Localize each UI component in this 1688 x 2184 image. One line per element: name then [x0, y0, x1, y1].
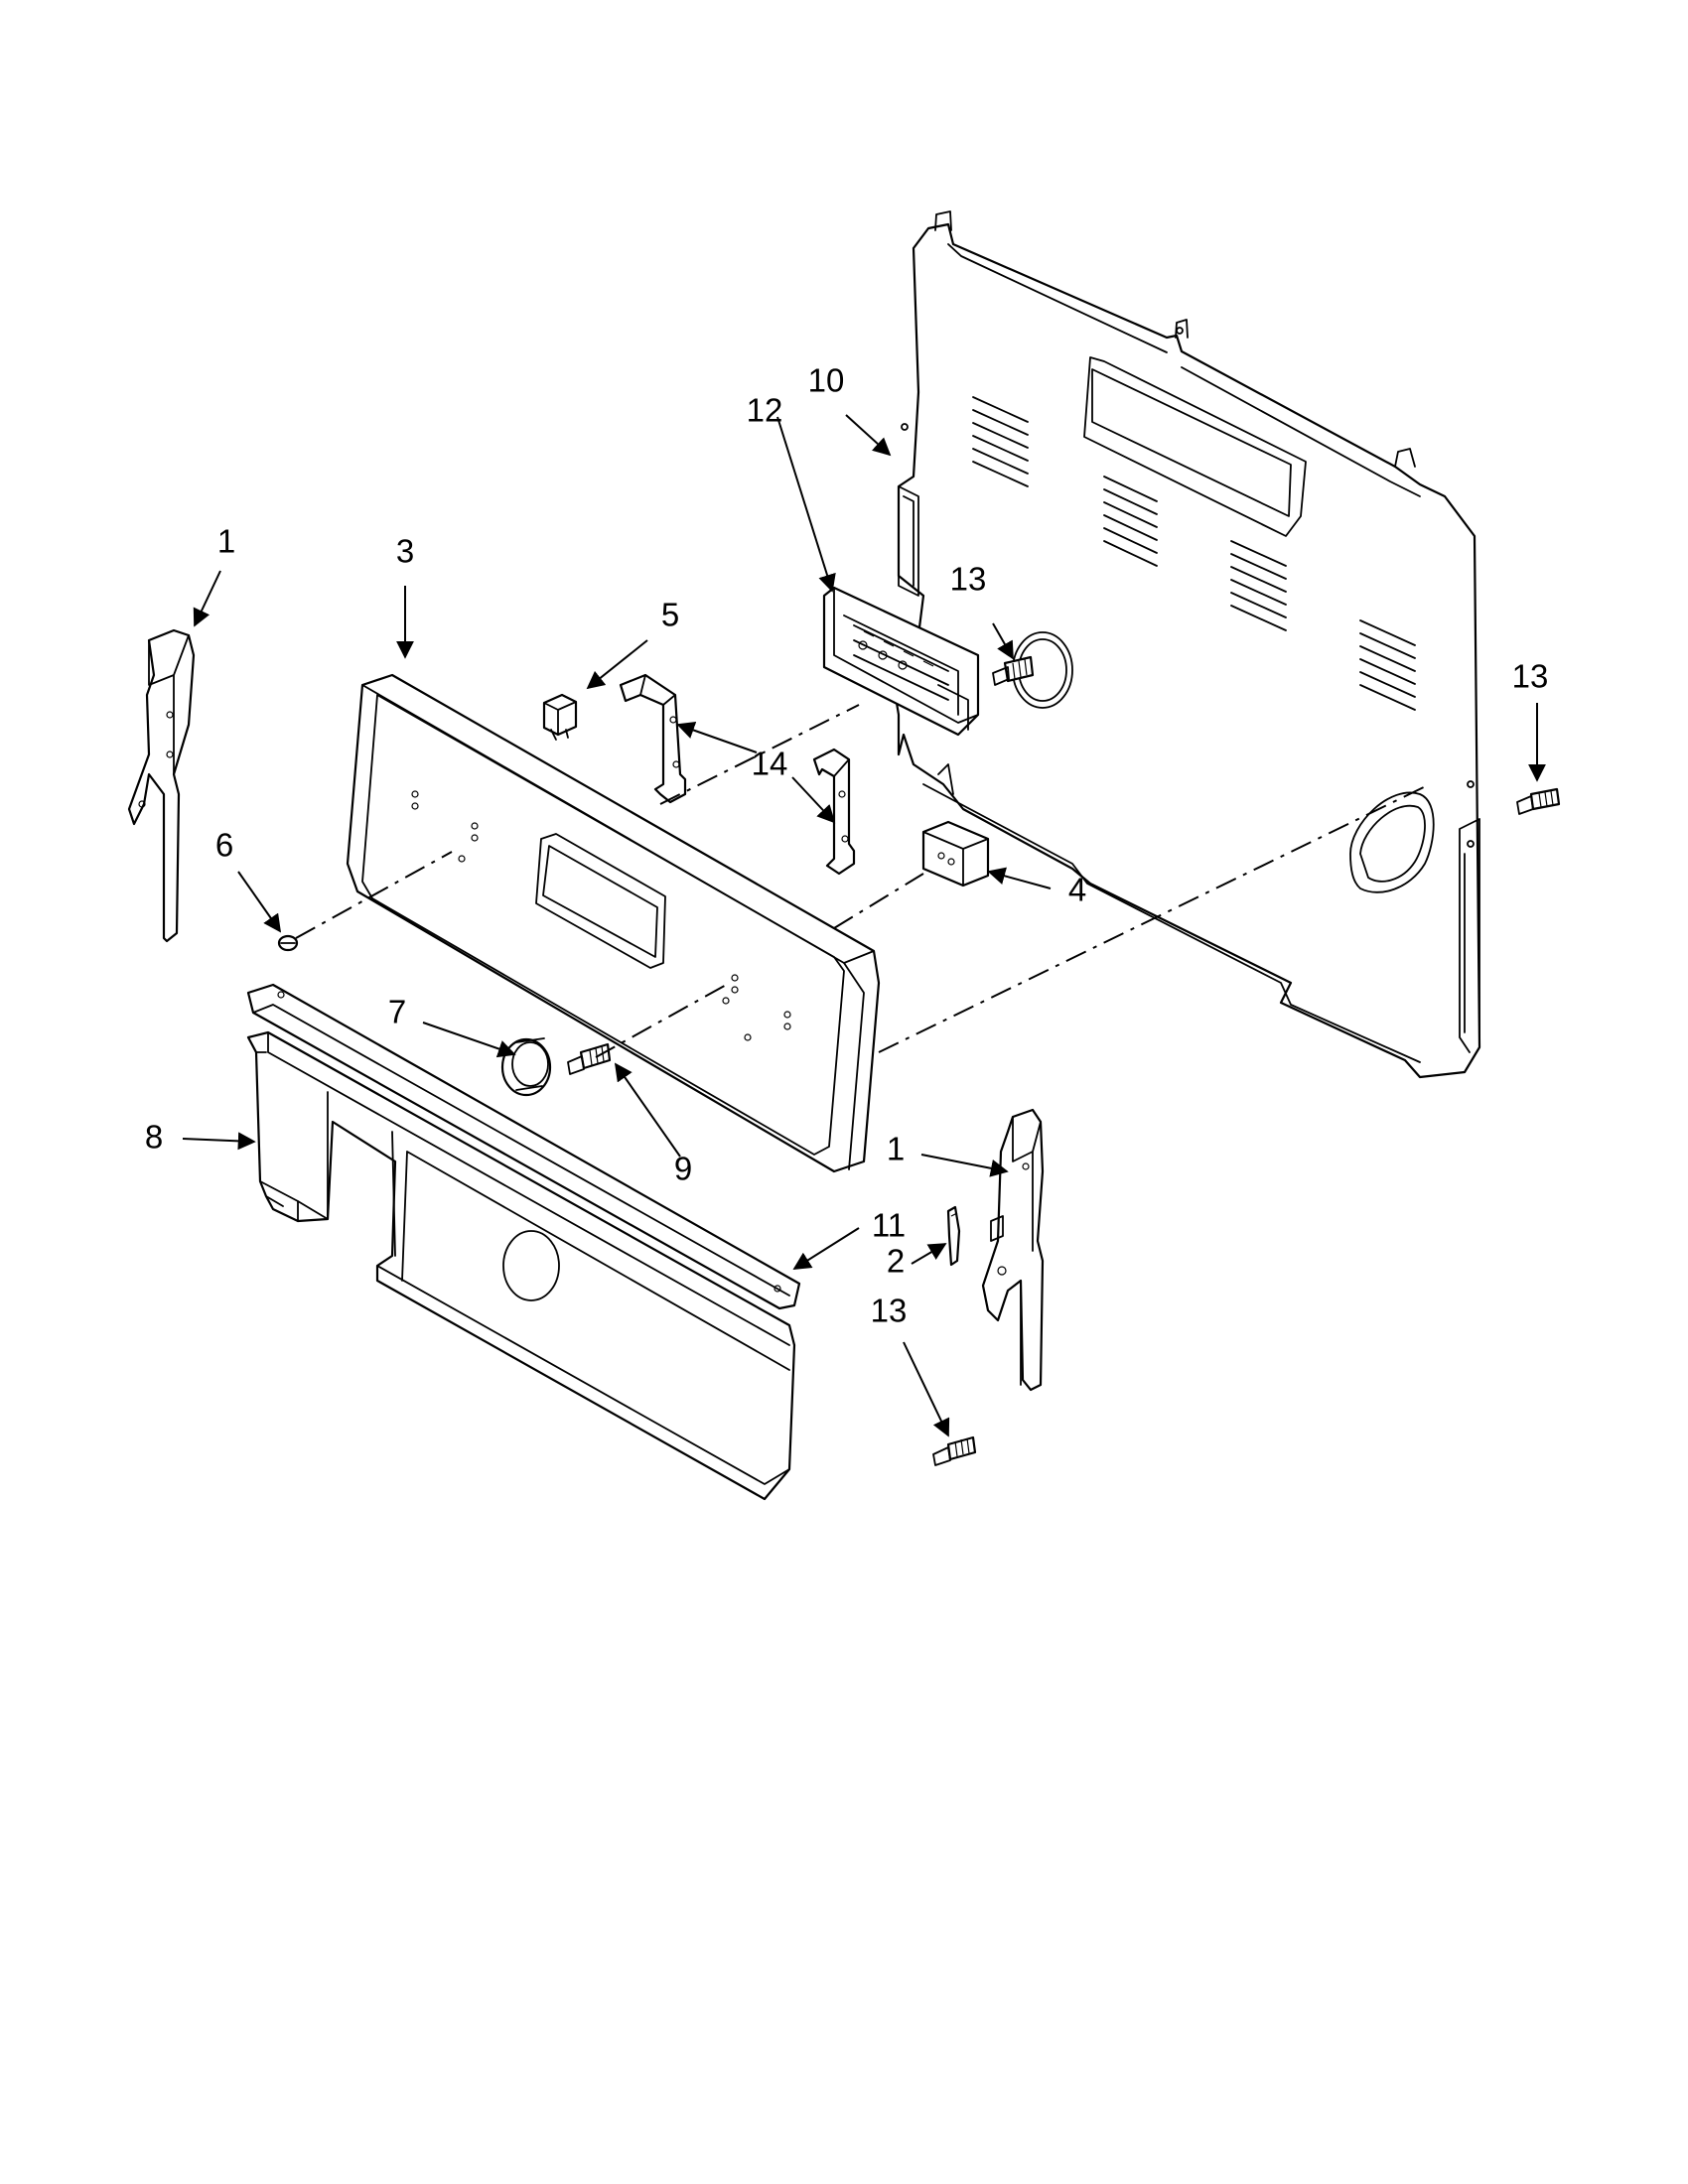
callout-13-bottom: 13: [871, 1293, 908, 1329]
callout-14: 14: [752, 746, 788, 782]
screw-part: [567, 1042, 612, 1075]
callout-10: 10: [808, 362, 845, 399]
callout-11: 11: [872, 1207, 906, 1244]
callout-1-left: 1: [217, 523, 235, 560]
callout-7: 7: [388, 994, 406, 1030]
electronic-control-board-part: [822, 586, 980, 737]
rear-panel-part: [892, 210, 1481, 1079]
callout-1-right: 1: [887, 1131, 905, 1167]
callouts: 1 1 2 3 4 5 6 7 8 9 10 11 12 13 13 13 14: [145, 362, 1549, 1329]
screw-part: [932, 1435, 977, 1466]
mounting-bracket-part: [812, 748, 856, 876]
switch-part: [542, 693, 578, 741]
terminal-block-part: [921, 820, 990, 887]
trim-strip-part: [246, 983, 801, 1310]
callout-3: 3: [396, 533, 414, 570]
control-panel-part: [346, 673, 881, 1173]
clip-part: [946, 1205, 961, 1267]
side-trim-right-part: [981, 1108, 1045, 1392]
side-trim-left-part: [127, 628, 196, 943]
callout-4: 4: [1068, 872, 1086, 908]
leader-arrows: [182, 414, 1546, 1437]
callout-13-right: 13: [1512, 658, 1549, 695]
callout-5: 5: [661, 597, 679, 633]
screw-part: [1516, 787, 1561, 815]
mounting-bracket-part: [619, 673, 687, 804]
alignment-lines: [295, 704, 1431, 1058]
screw-part: [992, 655, 1035, 686]
callout-9: 9: [674, 1151, 692, 1187]
callout-2: 2: [887, 1243, 905, 1280]
callout-6: 6: [215, 827, 233, 864]
knob-part: [500, 1037, 552, 1097]
lower-shield-part: [246, 1030, 796, 1501]
plug-button-part: [277, 934, 299, 952]
callout-12: 12: [747, 392, 783, 429]
vent-slots: [972, 396, 1416, 711]
callout-13-upper: 13: [950, 561, 987, 598]
callout-8: 8: [145, 1119, 163, 1156]
